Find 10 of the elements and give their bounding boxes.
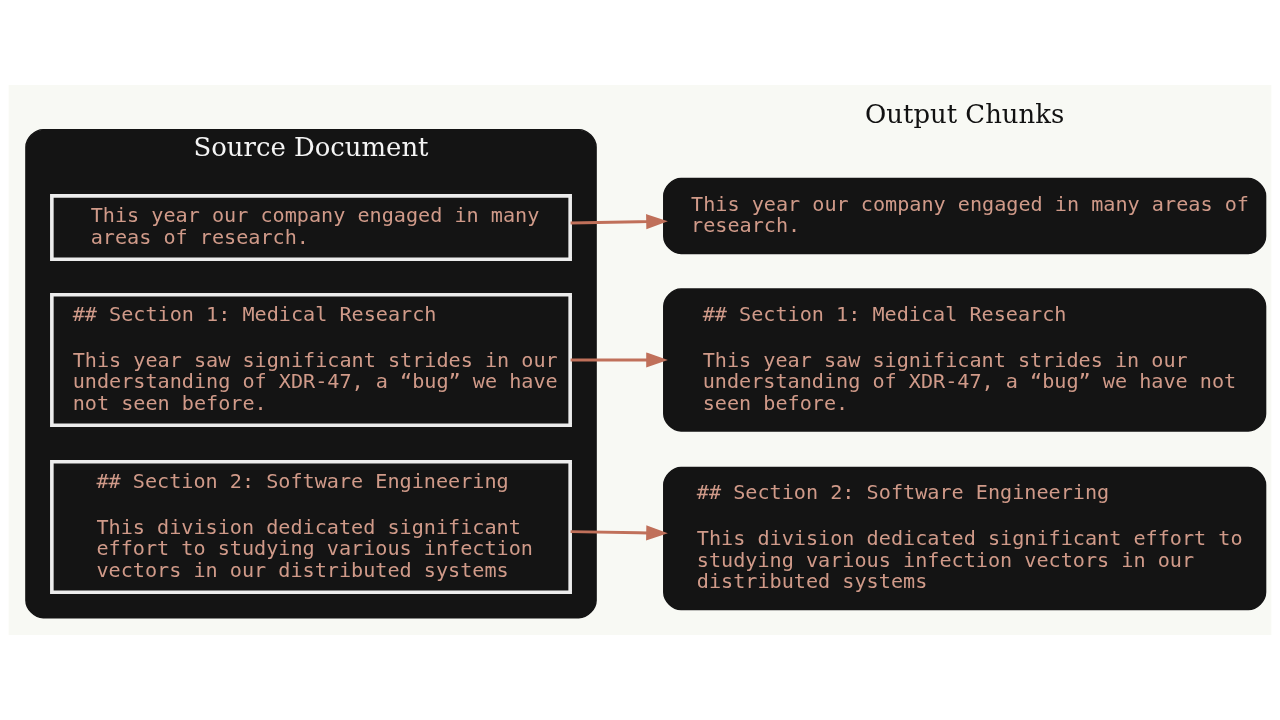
arrow <box>570 525 668 541</box>
node-box: This year our company engaged in many areas of research. <box>50 194 572 261</box>
arrow <box>570 214 668 230</box>
node-box: ## Section 2: Software Engineering This division dedicated significant effort to studying various infection vectors in our distributed systems <box>50 460 572 595</box>
label: Output Chunks <box>865 99 1065 130</box>
arrow <box>570 352 668 368</box>
node-box: This year our company engaged in many areas of research. <box>663 177 1267 255</box>
node-box: ## Section 1: Medical Research This year saw significant strides in our understanding of XDR-47, a “bug” we have not seen before. <box>50 292 572 428</box>
node-box: ## Section 2: Software Engineering This division dedicated significant effort to studying various infection vectors in our distributed systems <box>663 466 1267 611</box>
node-box: ## Section 1: Medical Research This year saw significant strides in our understanding of XDR-47, a “bug” we have not seen before. <box>663 288 1267 432</box>
